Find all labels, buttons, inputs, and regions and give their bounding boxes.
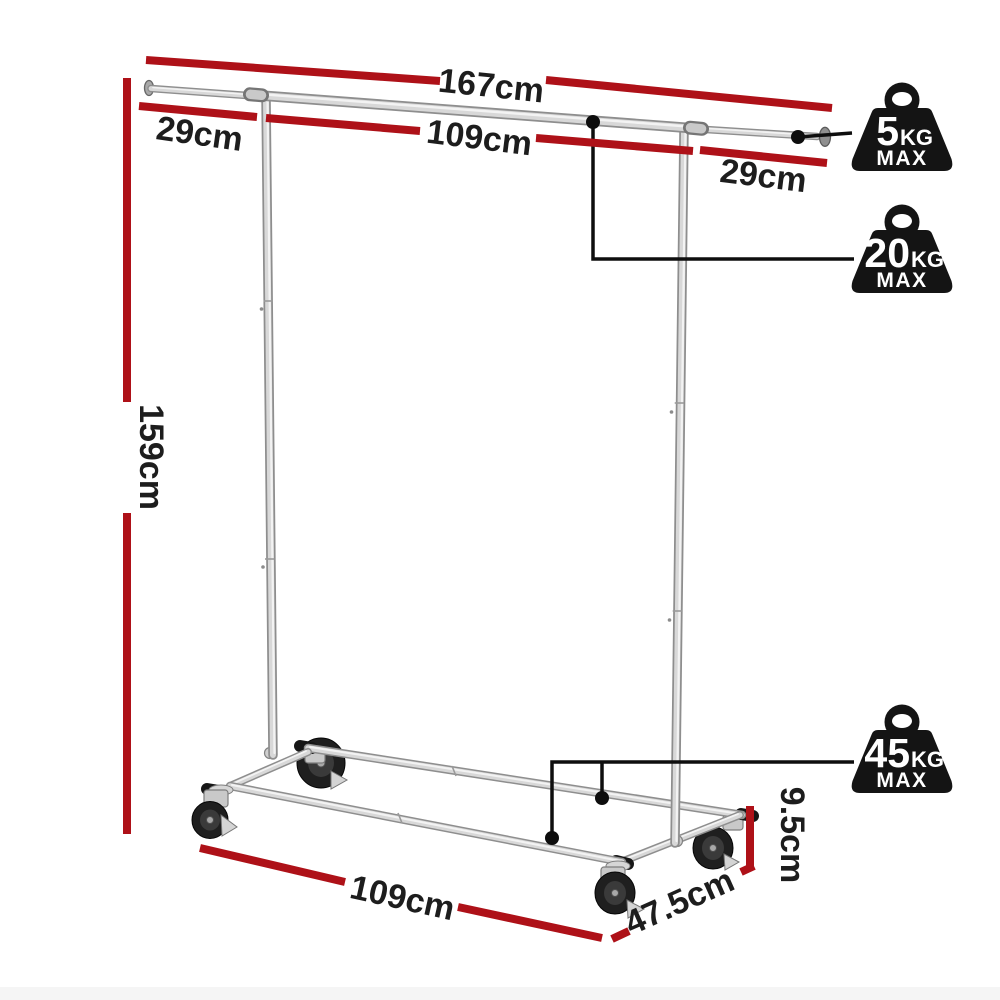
weight-unit: KG [911, 747, 944, 772]
dim-line-base-depth [610, 927, 631, 943]
weight-20kg-icon: 20 KG MAX [851, 204, 953, 293]
pole-screw [259, 307, 264, 311]
pole-screw [261, 565, 265, 569]
dim-line-rail [535, 134, 694, 155]
callout-line-5kg [797, 131, 853, 139]
kettlebell-body [851, 108, 953, 171]
callout-dot [586, 115, 600, 129]
brake-tab [723, 853, 741, 871]
dim-line-right-arm [699, 146, 828, 167]
weight-unit: KG [911, 247, 944, 272]
garment-rack [143, 79, 832, 919]
weight-value: 20 [864, 230, 910, 276]
dim-line-base-length [199, 844, 346, 886]
pole-screw [669, 410, 674, 414]
wheel-hub [611, 889, 619, 897]
dim-line-rail [265, 114, 421, 135]
dim-line-base-length [457, 903, 603, 942]
label-height: 159cm [132, 404, 170, 510]
caster-front-right [594, 860, 646, 919]
wheel-hub [709, 844, 717, 852]
label-total-width: 167cm [437, 62, 546, 111]
base-front-rail-highlight [231, 784, 621, 862]
weight-45kg-icon: 45 KG MAX [851, 704, 953, 793]
weight-max: MAX [876, 769, 927, 792]
kettlebell-handle-hole [892, 92, 912, 106]
callout-dot [791, 130, 805, 144]
label-base-length: 109cm [347, 868, 459, 928]
weight-max: MAX [876, 147, 927, 170]
label-base-depth: 47.5cm [619, 861, 740, 943]
dim-line-total-width [545, 76, 833, 112]
base-back-rail-highlight [309, 746, 741, 815]
brake-tab [626, 899, 646, 919]
rail-joint-mark [451, 765, 457, 777]
callout-dot [545, 831, 559, 845]
weight-unit: KG [900, 125, 933, 150]
weight-icons: 5 KG MAX 20 KG MAX 45 KG MAX [851, 82, 953, 793]
kettlebell-body [851, 230, 953, 293]
callout-dot [595, 791, 609, 805]
weight-value: 45 [864, 730, 910, 776]
label-base-height: 9.5cm [773, 787, 811, 883]
weight-value: 5 [876, 108, 899, 154]
callout-line-20kg [591, 122, 854, 261]
brake-tab [330, 770, 349, 790]
callout-line-45kg [550, 760, 854, 838]
dimension-lines [123, 56, 833, 943]
base-left-crossbar-fill [227, 749, 311, 789]
wheel-hub [206, 816, 214, 824]
rail-joint-mark [397, 812, 403, 824]
top-hanging-rail [143, 79, 832, 147]
base-left-crossbar-highlight [231, 750, 307, 785]
caster-front-left [191, 784, 238, 839]
kettlebell-handle-hole [892, 214, 912, 228]
label-center-rail: 109cm [424, 113, 534, 164]
left-upright-pole [259, 92, 278, 760]
dim-line-rail [138, 102, 258, 121]
kettlebell-body [851, 730, 953, 793]
weight-5kg-icon: 5 KG MAX [851, 82, 953, 171]
weight-max: MAX [876, 269, 927, 292]
right-upright-pole [667, 126, 689, 848]
weight-callouts [545, 115, 854, 845]
kettlebell-handle-hole [892, 714, 912, 728]
image-bottom-edge [0, 987, 1000, 1000]
brake-tab [220, 813, 238, 837]
dim-line-total-width [145, 56, 441, 85]
pole-screw [667, 618, 672, 622]
